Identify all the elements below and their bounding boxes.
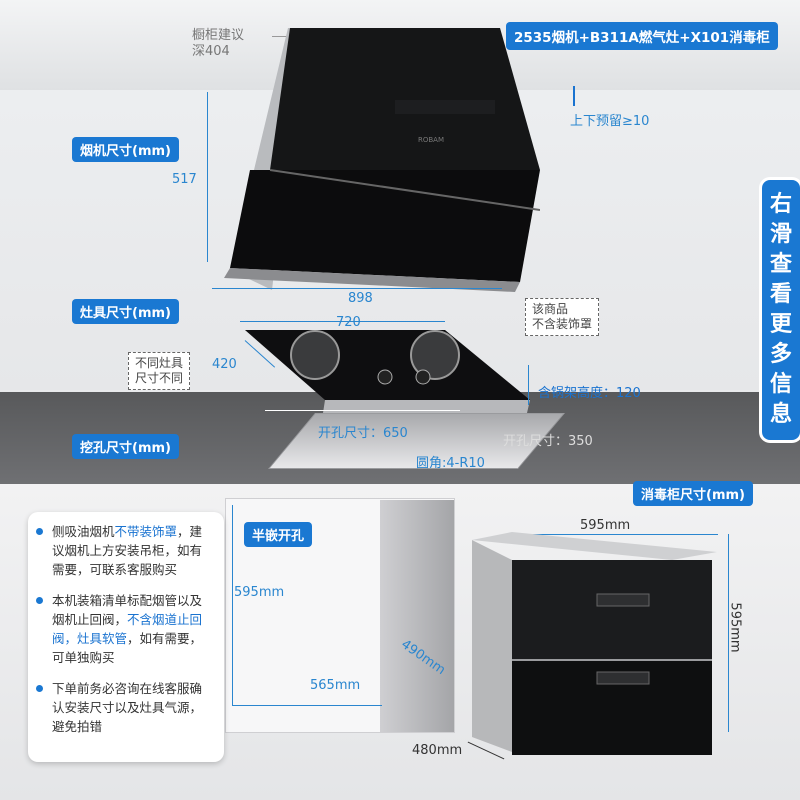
cabinet-depth-note-line2: 深404 [192, 44, 230, 59]
cab-height-line [232, 505, 233, 705]
banner-char-7: 信 [769, 372, 792, 397]
pot-rack-height-line [528, 365, 529, 405]
info-item-1-text-b: ，建议烟机上方安装吊柜，如有需要，可联系客服购买 [52, 524, 203, 577]
gap-top-value: 上下预留≥10 [570, 114, 650, 129]
range-hood-image: ROBAM [224, 28, 540, 292]
ster-handle-top [596, 593, 650, 607]
gas-stove-image [245, 330, 530, 413]
hood-steel-edge [224, 268, 520, 292]
banner-char-1: 右 [769, 192, 792, 217]
info-item-2-text-a: 本机装箱清单标配烟管以及烟机止回阀， [52, 593, 203, 627]
cut-depth-value: 开孔尺寸：350 [503, 434, 593, 449]
stove-size-tag: 灶具尺寸(mm) [72, 299, 179, 324]
hood-size-tag: 烟机尺寸(mm) [72, 137, 179, 162]
banner-char-8: 息 [769, 402, 792, 427]
hood-display [395, 100, 495, 114]
burner-left [290, 330, 340, 380]
hood-vent-line [269, 169, 540, 211]
sterilizer-size-tag: 消毒柜尺寸(mm) [633, 481, 753, 506]
stove-width-line [240, 321, 445, 322]
banner-char-2: 滑 [769, 222, 792, 247]
cabinet-inner-shadow [380, 500, 454, 732]
ster-width-value: 595mm [580, 518, 631, 533]
cut-width-value: 开孔尺寸：650 [318, 426, 408, 441]
stove-size-diff-line1: 不同灶具 [135, 356, 184, 370]
burner-right [410, 330, 460, 380]
hood-deco-note: 该商品 不含装饰罩 [525, 298, 600, 336]
info-item-1-text-a: 侧吸油烟机 [52, 524, 115, 539]
ster-side [472, 540, 512, 752]
knob-right [415, 369, 431, 385]
ster-depth-value: 480mm [412, 743, 463, 758]
info-panel: 侧吸油烟机不带装饰罩，建议烟机上方安装吊柜，如有需要，可联系客服购买 本机装箱清… [28, 512, 224, 762]
sterilizer-image [472, 532, 717, 755]
info-item-2-highlight: 不含烟道止回阀，灶具软管 [52, 612, 203, 646]
pot-rack-height-value: 含锅架高度：120 [538, 386, 641, 401]
hood-upper-panel [270, 28, 540, 170]
info-item-2-text-b: ，如有需要，可单独购买 [52, 631, 203, 665]
cab-height-value: 595mm [234, 585, 285, 600]
cabinet-depth-line [272, 36, 292, 37]
ster-handle-bottom [596, 671, 650, 685]
banner-char-6: 多 [769, 342, 792, 367]
ster-height-value: 595mm [727, 602, 743, 653]
banner-char-5: 更 [769, 312, 792, 337]
stove-size-diff-note: 不同灶具 尺寸不同 [128, 352, 191, 390]
info-item-1: 侧吸油烟机不带装饰罩，建议烟机上方安装吊柜，如有需要，可联系客服购买 [36, 522, 214, 579]
corner-radius-value: 圆角:4-R10 [416, 456, 485, 471]
stove-width-value: 720 [336, 315, 361, 330]
knob-left [377, 369, 393, 385]
cabinet-depth-note-line1: 橱柜建议 [192, 28, 245, 43]
ster-door-top [512, 560, 712, 660]
cab-width-line [232, 705, 382, 706]
cab-width-value: 565mm [310, 678, 361, 693]
ster-height-line [728, 534, 729, 732]
info-item-1-highlight: 不带装饰罩 [114, 524, 178, 539]
hood-width-line [212, 288, 502, 289]
banner-char-4: 看 [769, 282, 792, 307]
info-item-3: 下单前务必咨询在线客服确认安装尺寸以及灶具气源，避免拍错 [36, 679, 214, 736]
cutout-size-tag: 挖孔尺寸(mm) [72, 434, 179, 459]
hood-deco-note-line2: 不含装饰罩 [532, 317, 593, 331]
stove-glass [245, 330, 530, 400]
half-embed-tag: 半嵌开孔 [244, 522, 313, 547]
cut-width-line [265, 410, 460, 411]
hood-height-line [207, 92, 208, 262]
hood-height-value: 517 [172, 172, 197, 187]
hood-width-value: 898 [348, 291, 373, 306]
product-combo-tag: 2535烟机+B311A燃气灶+X101消毒柜 [506, 22, 778, 50]
stove-size-diff-line2: 尺寸不同 [135, 371, 184, 385]
swipe-more-banner[interactable]: 右 滑 查 看 更 多 信 息 [762, 180, 800, 440]
info-item-2: 本机装箱清单标配烟管以及烟机止回阀，不含烟道止回阀，灶具软管，如有需要，可单独购… [36, 591, 214, 667]
ster-width-line [520, 534, 718, 535]
hood-brand: ROBAM [418, 136, 444, 144]
banner-char-3: 查 [769, 252, 792, 277]
stove-front [323, 400, 530, 413]
info-item-3-text: 下单前务必咨询在线客服确认安装尺寸以及灶具气源，避免拍错 [52, 681, 203, 734]
hood-deco-note-line1: 该商品 [532, 302, 569, 316]
gap-top-line [573, 86, 575, 106]
stove-depth-value: 420 [212, 357, 237, 372]
cabinet-depth-note: 橱柜建议 深404 [192, 28, 244, 60]
ster-top [472, 532, 717, 560]
